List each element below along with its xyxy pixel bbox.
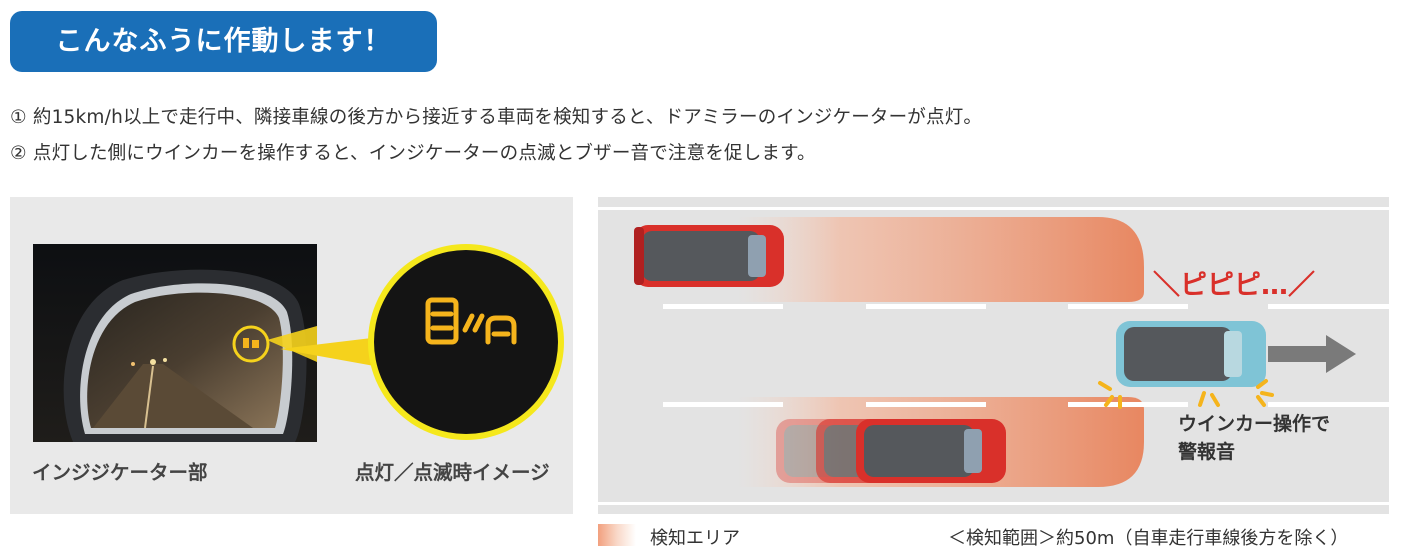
lit-blink-image-caption: 点灯／点滅時イメージ <box>355 461 550 484</box>
blinker-flash-icon <box>1098 379 1274 409</box>
red-car-adjacent-lane <box>634 225 784 287</box>
own-car <box>1116 321 1266 387</box>
door-mirror-photo <box>33 244 317 442</box>
turn-signal-warning-text: ウインカー操作で 警報音 <box>1178 413 1331 463</box>
red-car-approaching <box>856 419 1006 483</box>
detection-area-label: 検知エリア <box>650 528 740 549</box>
detection-range-note: ＜検知範囲＞約50m（自車走行車線後方を除く） <box>948 528 1349 549</box>
direction-arrow-icon <box>1268 335 1356 373</box>
description-line-1: ① 約15km/h以上で走行中、隣接車線の後方から接近する車両を検知すると、ドア… <box>10 107 983 128</box>
section-title: こんなふうに作動します！ <box>10 11 437 72</box>
indicator-part-caption: インジジケーター部 <box>32 461 208 484</box>
detection-area-swatch <box>598 524 636 546</box>
road-diagram: ＼ピピピ…／ ウインカー操作で 警報音 <box>598 197 1389 514</box>
description-line-2: ② 点灯した側にウインカーを操作すると、インジケーターの点滅とブザー音で注意を促… <box>10 143 816 164</box>
indicator-panel: インジジケーター部 点灯／点滅時イメージ <box>10 197 573 514</box>
beep-sound-text: ＼ピピピ…／ <box>1153 270 1315 301</box>
blind-spot-indicator-icon <box>425 297 517 345</box>
lane-markings <box>663 304 1389 407</box>
